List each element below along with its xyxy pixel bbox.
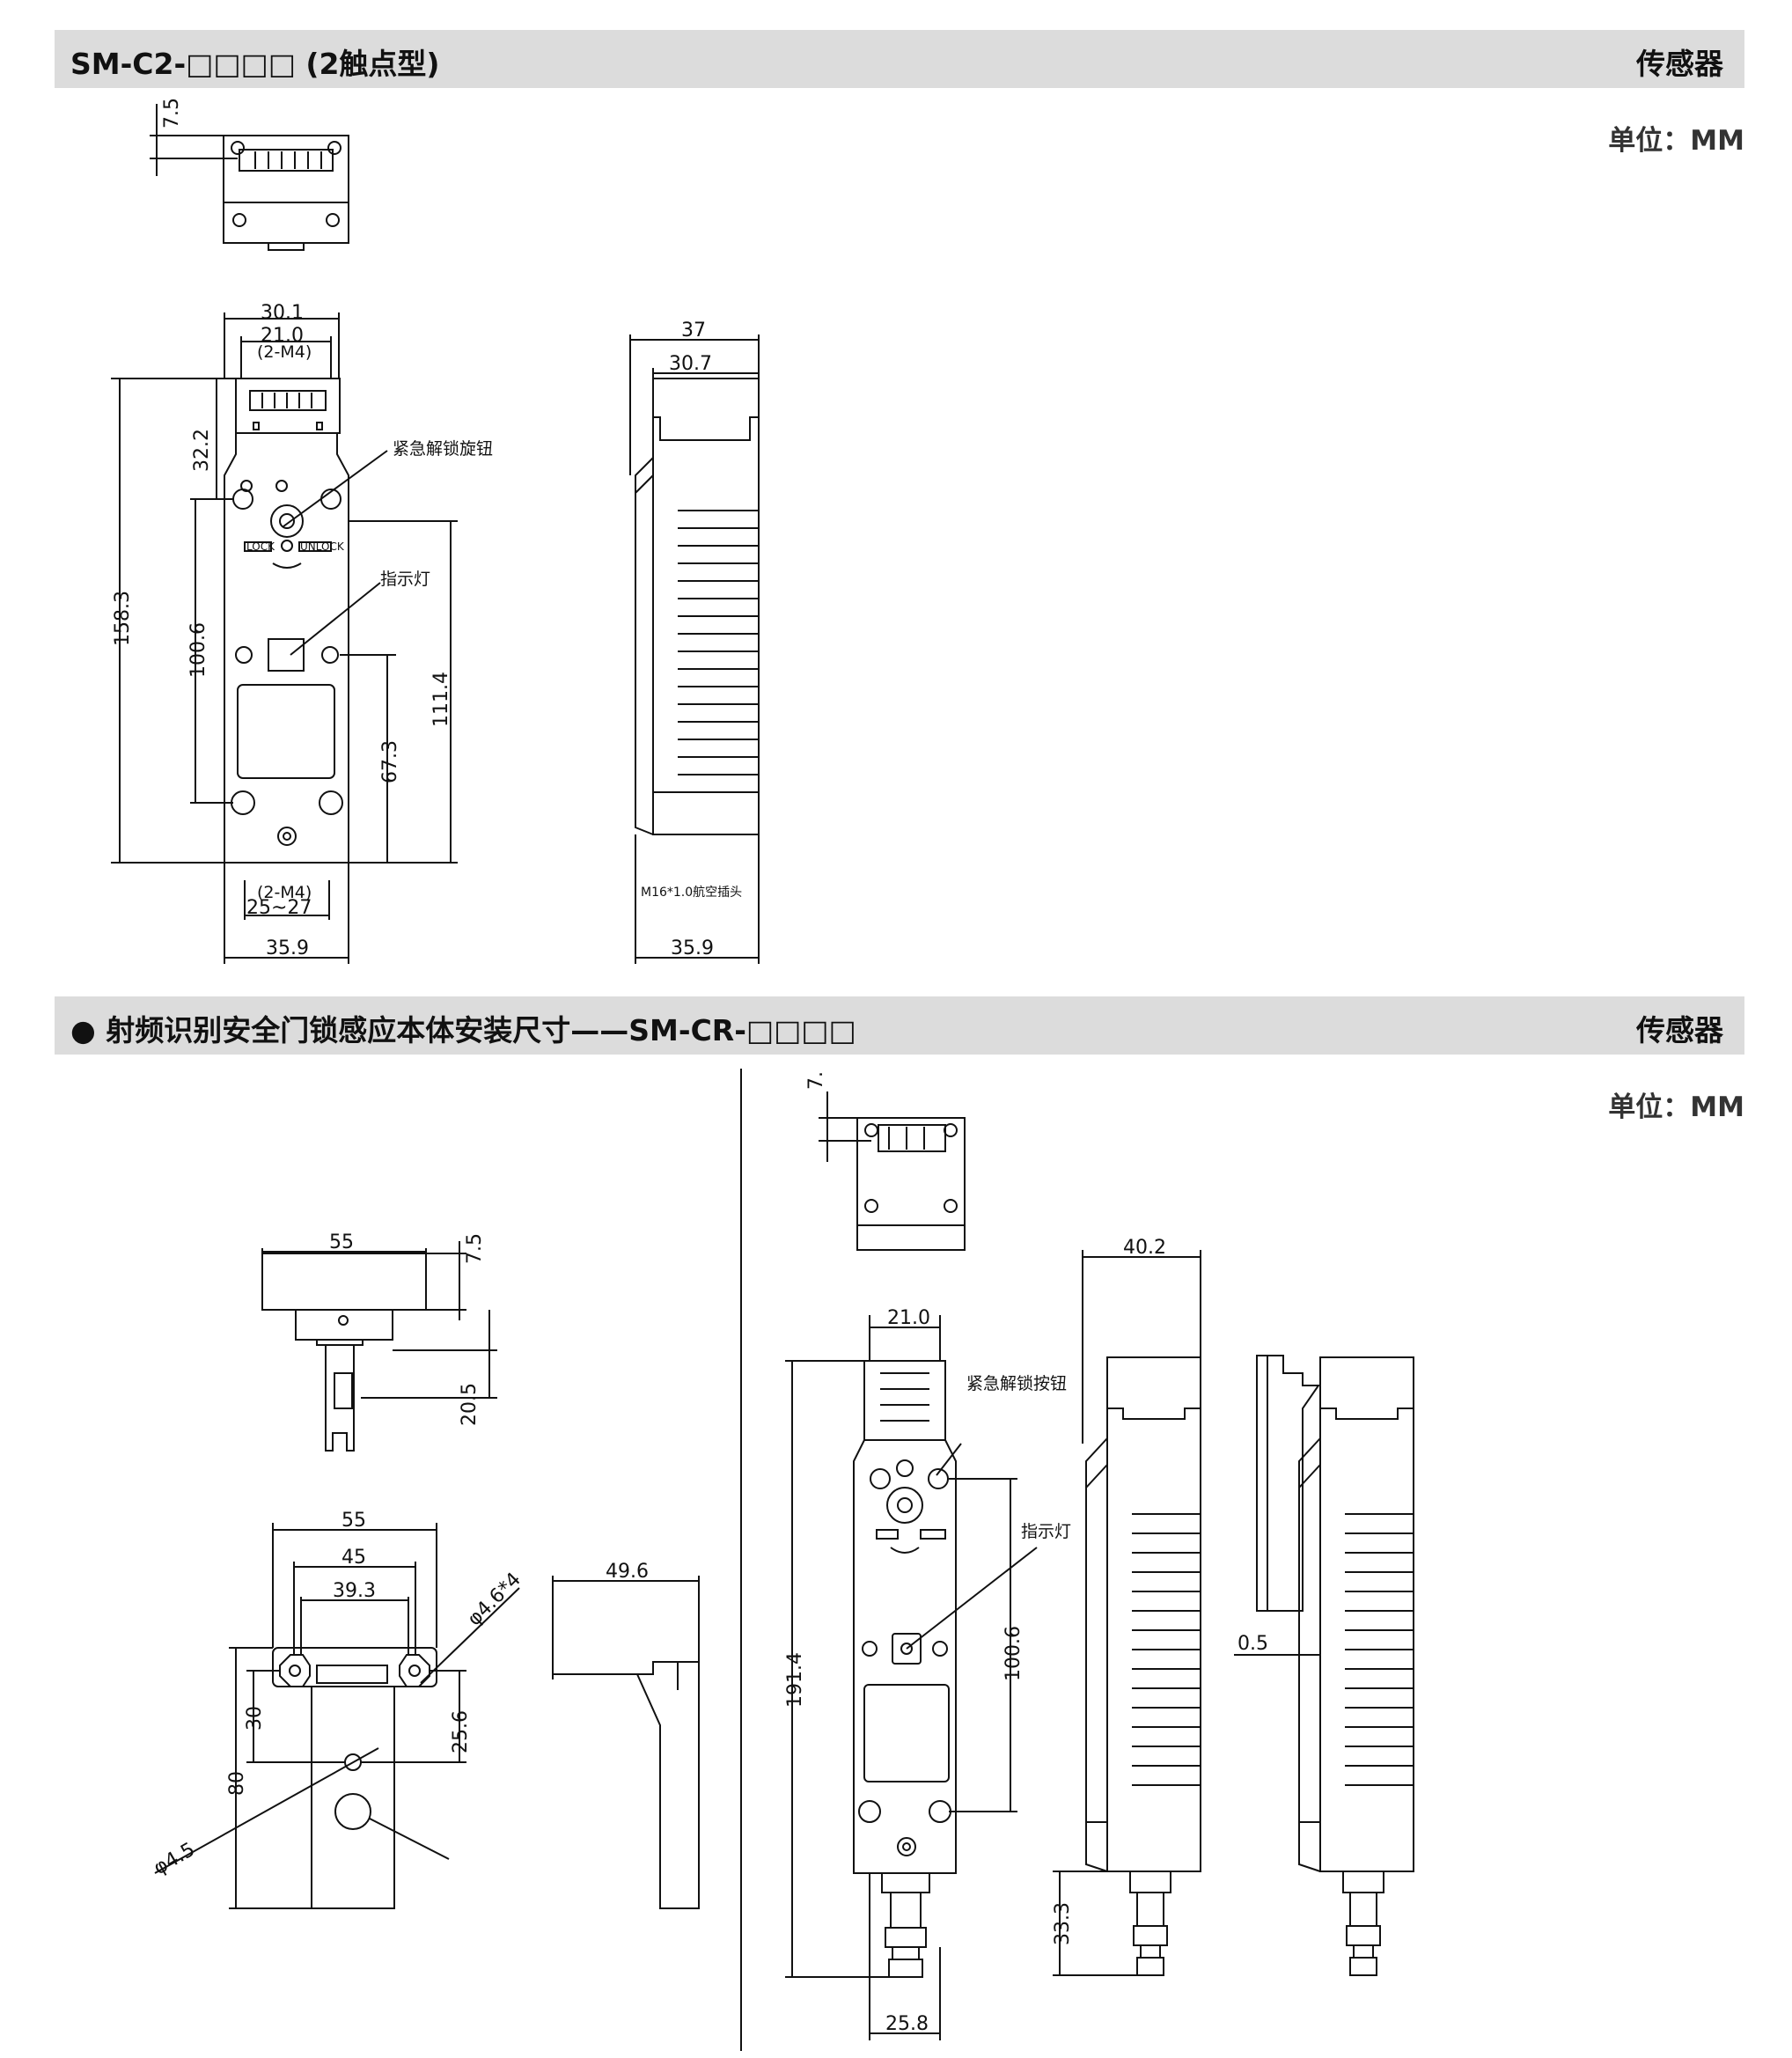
actuator-side <box>552 1576 700 1909</box>
dim-37: 37 <box>681 320 706 342</box>
dim-100-6: 100.6 <box>187 622 209 678</box>
dim-55-top: 55 <box>329 1231 354 1253</box>
dim-2-m4-top: (2-M4) <box>257 342 312 362</box>
section-title: ● 射频识别安全门锁感应本体安装尺寸——SM-CR-□□□□ <box>70 1013 856 1047</box>
dim-phi-4-6: φ4.6*4 <box>464 1569 525 1630</box>
cr-side-view-open <box>1234 1355 1414 1976</box>
dim-55-bottom: 55 <box>342 1510 366 1532</box>
dim-39-3: 39.3 <box>333 1580 376 1602</box>
label-emergency-knob: 紧急解锁旋钮 <box>393 439 493 459</box>
dim-158-3: 158.3 <box>112 591 134 646</box>
dim-191-4: 191.4 <box>784 1652 806 1708</box>
dim-2-m4-bottom: (2-M4) <box>257 883 312 902</box>
dim-21-0: 21.0 <box>261 325 304 347</box>
label-indicator-cr: 指示灯 <box>1021 1522 1071 1541</box>
dim-32-2: 32.2 <box>191 429 213 472</box>
section-category: 传感器 <box>1636 47 1723 81</box>
dim-35-9: 35.9 <box>266 937 309 959</box>
front-view-c2 <box>111 312 458 964</box>
section-category: 传感器 <box>1636 1013 1723 1047</box>
dim-21-0-cr: 21.0 <box>887 1307 930 1329</box>
label-m16-connector: M16*1.0航空插头 <box>641 886 742 900</box>
unit-label: 单位：MM <box>1608 1091 1744 1123</box>
dim-25-8: 25.8 <box>885 2013 929 2035</box>
label-emergency-button: 紧急解锁按钮 <box>966 1374 1067 1393</box>
dim-30: 30 <box>244 1706 266 1731</box>
dim-7-5: 7.5 <box>161 98 183 129</box>
dim-25-6: 25.6 <box>450 1710 472 1753</box>
cr-top-view <box>819 1091 966 1251</box>
dim-80: 80 <box>226 1771 248 1796</box>
label-indicator: 指示灯 <box>380 570 430 589</box>
dim-7: 7. <box>805 1071 827 1090</box>
cr-front-view <box>785 1315 1038 2040</box>
dim-30-7: 30.7 <box>669 353 712 375</box>
dim-0-5: 0.5 <box>1238 1633 1268 1655</box>
dim-111-4: 111.4 <box>430 672 452 727</box>
section-header-sm-c2: SM-C2-□□□□ (2触点型) 传感器 <box>55 30 1744 88</box>
label-lock: LOCK <box>246 540 275 553</box>
cr-side-view <box>1053 1250 1201 1976</box>
side-view-c2 <box>629 334 760 964</box>
dim-7-5-act: 7.5 <box>464 1233 486 1264</box>
dim-49-6: 49.6 <box>606 1561 649 1583</box>
dim-30-1: 30.1 <box>261 302 304 324</box>
actuator-front-top <box>261 1241 497 1452</box>
dim-45: 45 <box>342 1547 366 1569</box>
dim-25-27: 25~27 <box>246 897 312 919</box>
label-unlock: UNLOCK <box>300 540 345 553</box>
unit-label: 单位：MM <box>1608 125 1744 157</box>
dim-40-2: 40.2 <box>1123 1237 1166 1259</box>
dim-phi-4-5: φ4.5 <box>151 1839 199 1879</box>
dim-100-6-cr: 100.6 <box>1002 1626 1025 1681</box>
top-view-small <box>150 104 349 251</box>
dim-33-3: 33.3 <box>1052 1902 1074 1945</box>
section-title: SM-C2-□□□□ (2触点型) <box>70 47 440 81</box>
dim-35-9-side: 35.9 <box>671 937 714 959</box>
actuator-front-bottom <box>154 1523 520 1909</box>
section-header-sm-cr: ● 射频识别安全门锁感应本体安装尺寸——SM-CR-□□□□ 传感器 <box>55 996 1744 1055</box>
dim-20-5: 20.5 <box>459 1383 481 1426</box>
dim-67-3: 67.3 <box>379 740 401 783</box>
